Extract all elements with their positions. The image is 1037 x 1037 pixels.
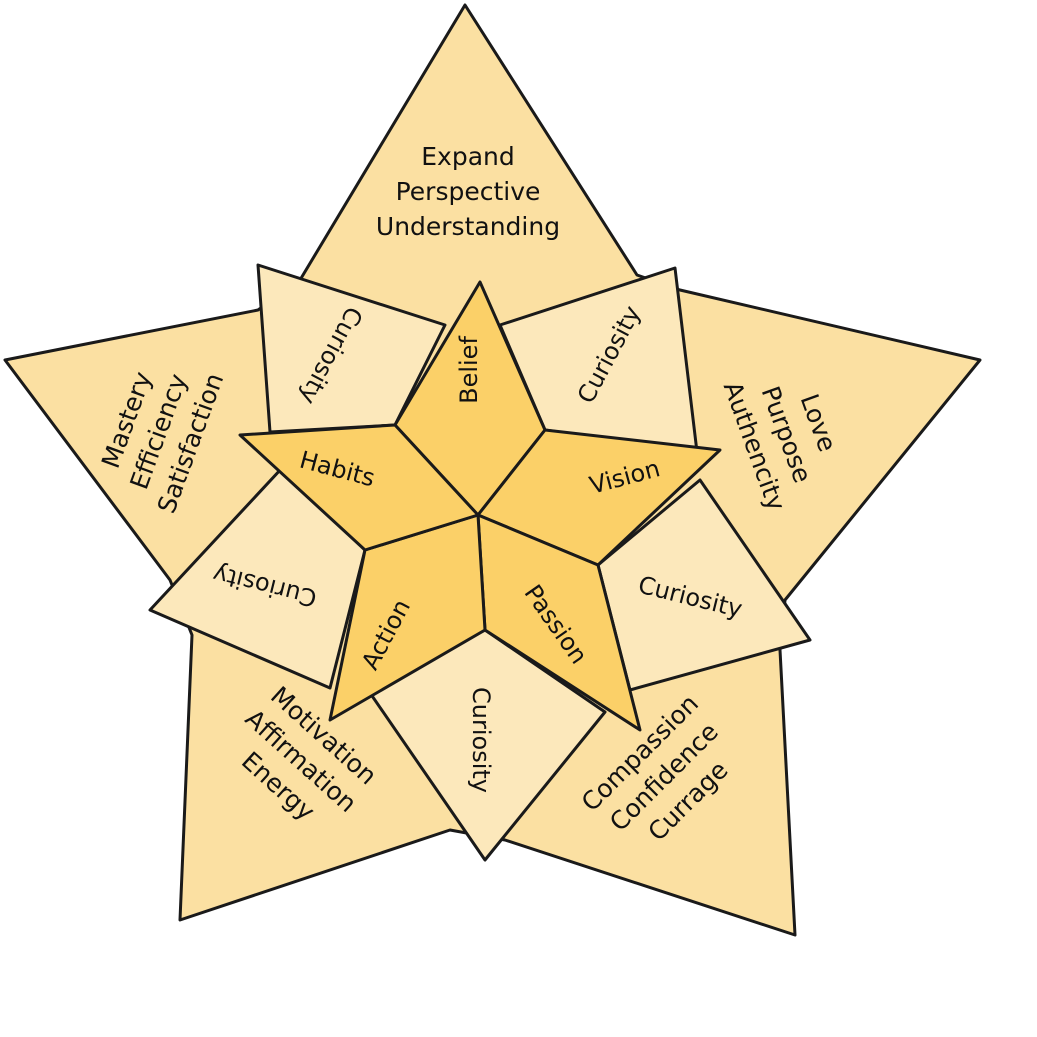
inner-kite-habits [238,423,480,552]
outer-top-line-1: Expand [421,142,515,171]
outer-top-line-2: Perspective [396,177,541,206]
outer-top-line-3: Understanding [376,212,560,241]
curiosity-bottom: Curiosity [467,687,495,793]
inner-belief: Belief [455,336,483,404]
